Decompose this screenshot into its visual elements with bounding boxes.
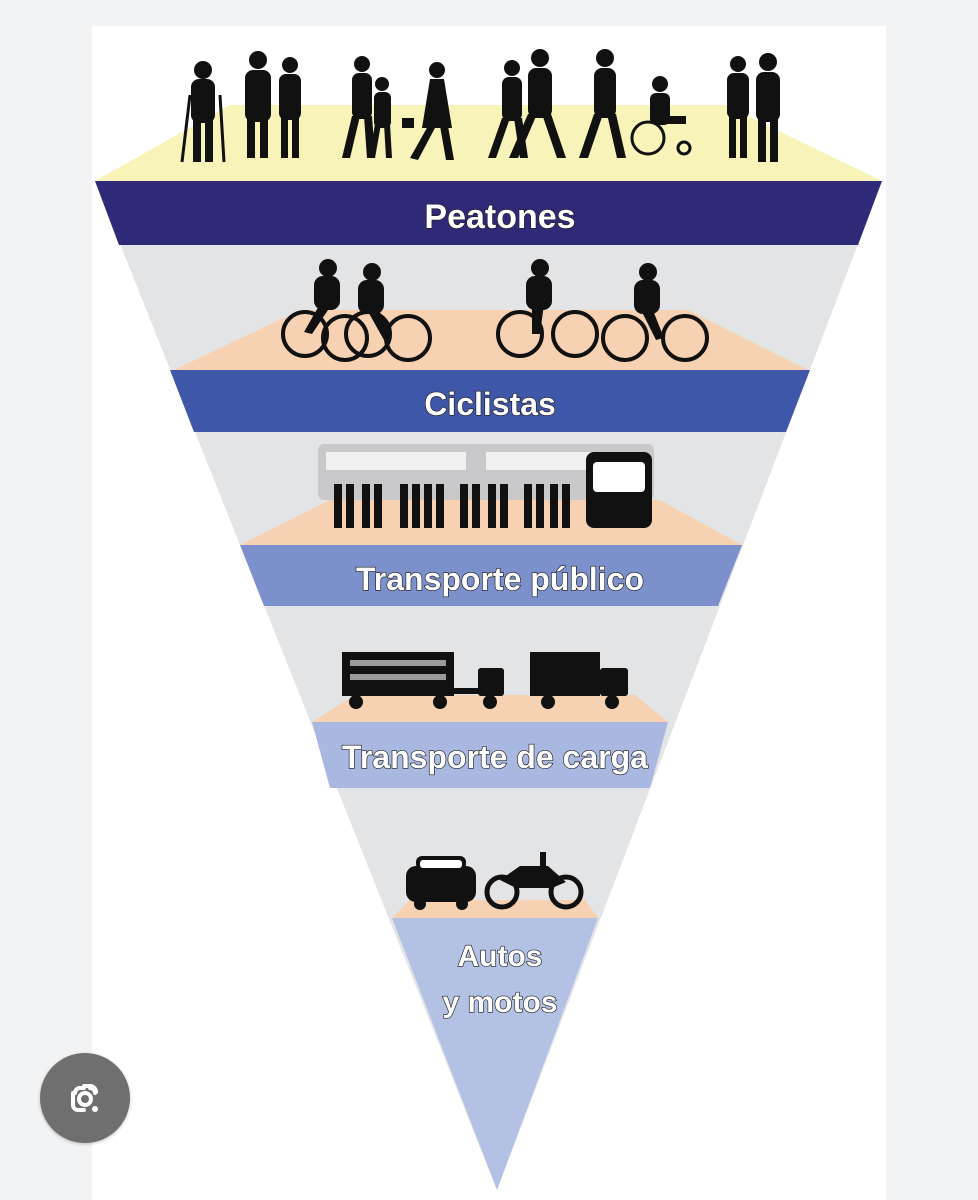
google-lens-icon: [71, 1084, 98, 1112]
label-pedestrians: Peatones: [424, 198, 575, 236]
floor-cars-motorcycles: [392, 900, 598, 918]
trucks-icon: [342, 652, 628, 709]
label-freight-transport: Transporte de carga: [342, 739, 648, 775]
cyclists-icon: [281, 259, 709, 362]
band-freight-transport: [312, 722, 668, 788]
band-cyclists: [170, 370, 810, 432]
pedestrians-icon: [180, 49, 780, 163]
label-cars-line1: Autos: [458, 940, 543, 973]
car-motorcycle-icon: [406, 852, 584, 910]
label-cars-line2: y motos: [442, 986, 557, 1019]
label-cyclists: Ciclistas: [424, 386, 556, 422]
google-lens-button[interactable]: [40, 1053, 130, 1143]
bus-icon: [318, 444, 654, 528]
band-pedestrians: [95, 181, 882, 245]
label-public-transport: Transporte público: [356, 561, 644, 597]
band-public-transport: [240, 545, 742, 606]
band-cars-motorcycles: [392, 918, 598, 1190]
